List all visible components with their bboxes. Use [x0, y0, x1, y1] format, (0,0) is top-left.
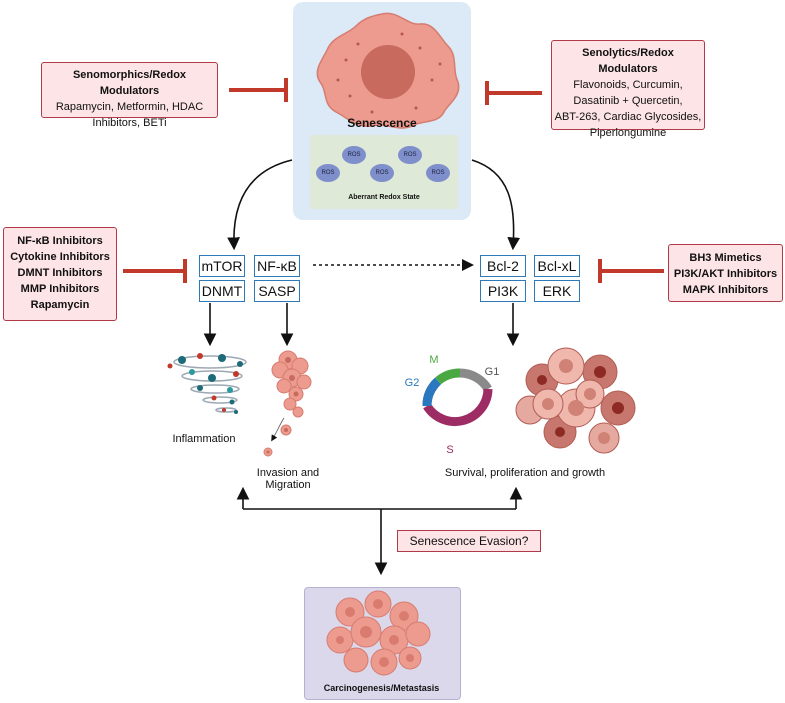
survival-label: Survival, proliferation and growth [444, 467, 606, 479]
right-inhibitors-box: BH3 Mimetics PI3K/AKT Inhibitors MAPK In… [668, 244, 783, 302]
cycle-label-m: M [429, 354, 439, 366]
senescence-label: Senescence [347, 116, 417, 130]
molecule-erk: ERK [534, 280, 580, 302]
inhibit-senomorphics [229, 78, 288, 102]
senolytics-line: Piperlongumine [589, 127, 667, 139]
redox-label: Aberrant Redox State [348, 194, 420, 201]
invasion-label-line1: Invasion and [256, 467, 320, 479]
ros-molecule: ROS [398, 146, 422, 164]
inhibitor-item: NF-κB Inhibitors [17, 235, 103, 247]
molecule-pi3k: PI3K [480, 280, 526, 302]
senomorphics-line: Inhibitors, BETi [92, 117, 167, 129]
senomorphics-line: Rapamycin, Metformin, HDAC [55, 101, 204, 113]
molecule-mtor: mTOR [199, 255, 245, 277]
cycle-label-g1: G1 [484, 366, 500, 378]
molecule-bcl2: Bcl-2 [480, 255, 526, 277]
inhibit-left-pathway [123, 259, 187, 283]
senomorphics-title: Senomorphics/Redox Modulators [72, 69, 187, 97]
senescence-evasion-label: Senescence Evasion? [409, 534, 529, 548]
arrow-senescence-left [227, 159, 293, 251]
ros-molecule: ROS [342, 146, 366, 164]
ros-molecule: ROS [426, 164, 450, 182]
senescence-evasion-box: Senescence Evasion? [397, 530, 541, 552]
inhibitor-item: Cytokine Inhibitors [10, 251, 110, 263]
inhibitor-item: BH3 Mimetics [689, 252, 762, 264]
inhibitor-item: DMNT Inhibitors [17, 267, 103, 279]
molecule-nfkb: NF-κB [254, 255, 300, 277]
ros-molecule: ROS [370, 164, 394, 182]
inhibit-right-pathway [598, 259, 664, 283]
molecule-dnmt: DNMT [199, 280, 245, 302]
ros-molecule: ROS [316, 164, 340, 182]
senolytics-box: Senolytics/Redox Modulators Flavonoids, … [551, 40, 705, 139]
left-inhibitors-box: NF-κB Inhibitors Cytokine Inhibitors DMN… [3, 227, 117, 321]
senolytics-line: Dasatinib + Quercetin, [573, 95, 683, 107]
senomorphics-box: Senomorphics/Redox Modulators Rapamycin,… [41, 62, 218, 129]
inhibitor-item: MMP Inhibitors [20, 283, 100, 295]
senolytics-title: Senolytics/Redox Modulators [582, 47, 674, 75]
inhibitor-item: Rapamycin [30, 299, 90, 311]
cycle-label-s: S [446, 444, 454, 456]
arrow-senescence-right [471, 159, 521, 251]
inflammation-label: Inflammation [172, 433, 236, 445]
inhibit-senolytics [485, 81, 542, 105]
inhibitor-item: MAPK Inhibitors [682, 284, 769, 296]
cycle-label-g2: G2 [404, 377, 420, 389]
carcinogenesis-label: Carcinogenesis/Metastasis [323, 683, 440, 693]
molecule-bclxl: Bcl-xL [534, 255, 580, 277]
inhibitor-item: PI3K/AKT Inhibitors [673, 268, 778, 280]
senolytics-line: Flavonoids, Curcumin, [573, 79, 683, 91]
molecule-sasp: SASP [254, 280, 300, 302]
invasion-label-line2: Migration [265, 479, 311, 491]
senolytics-line: ABT-263, Cardiac Glycosides, [554, 111, 702, 123]
